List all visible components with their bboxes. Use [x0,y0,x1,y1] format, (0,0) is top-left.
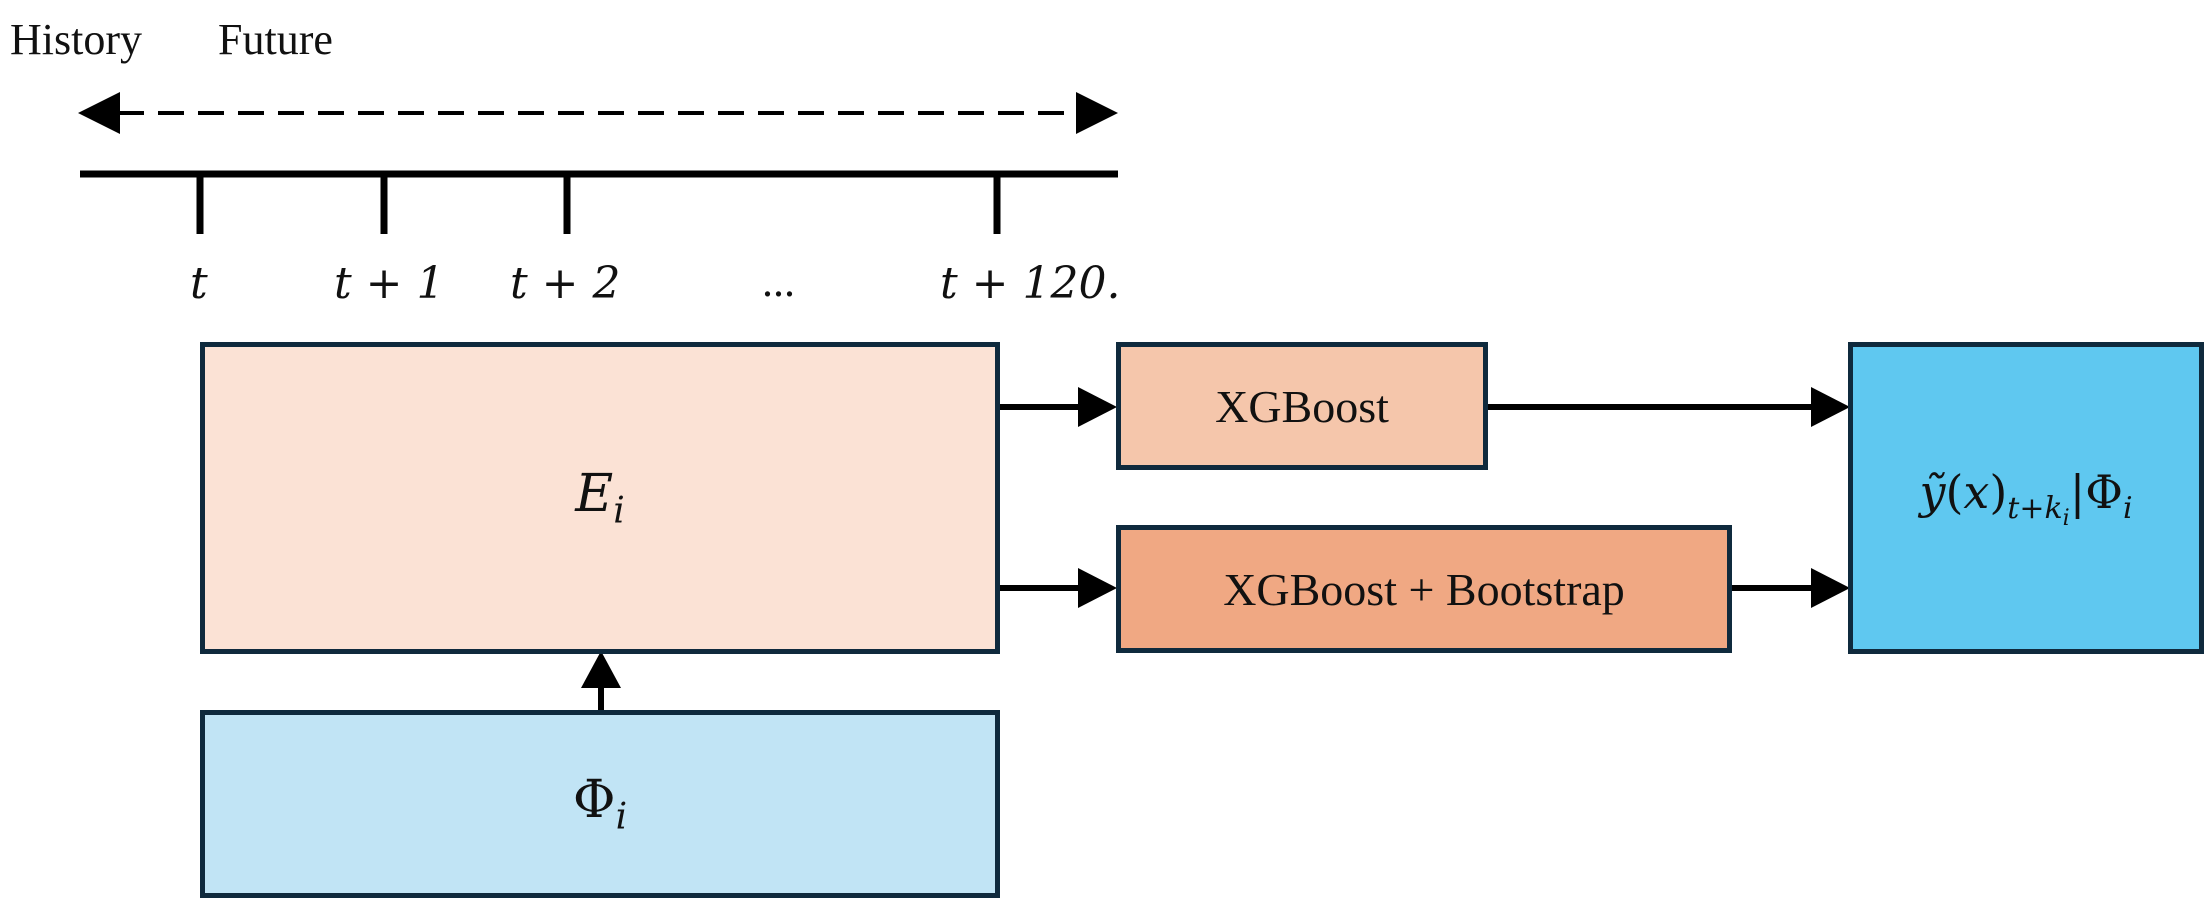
output-box: ỹ(x)t+ki|Φi [1848,342,2204,654]
xgboost-box: XGBoost [1116,342,1488,470]
tick-label-ellipsis: ... [762,257,795,306]
tick-label-t-plus-120: t + 120. [940,258,1121,309]
xgboost-bootstrap-label: XGBoost + Bootstrap [1223,563,1625,615]
history-label: History [10,15,142,64]
features-label: Φi [572,770,628,838]
arrow-encoder-to-xgboost-head [1078,387,1117,427]
output-label: ỹ(x)t+ki|Φi [1919,464,2133,532]
encoder-label: Ei [575,464,625,532]
arrow-features-to-encoder-head [581,651,621,688]
xgboost-bootstrap-box: XGBoost + Bootstrap [1116,525,1732,653]
encoder-box: Ei [200,342,1000,654]
arrow-bootstrap-to-output-head [1811,568,1850,608]
tick-label-t-plus-2: t + 2 [510,258,621,309]
timeline-right-arrowhead [1076,92,1118,134]
future-label: Future [218,15,333,64]
xgboost-label: XGBoost [1215,380,1389,432]
features-box: Φi [200,710,1000,898]
timeline-left-arrowhead [78,92,120,134]
tick-label-t-plus-1: t + 1 [334,258,445,309]
arrow-encoder-to-bootstrap-head [1078,568,1117,608]
tick-label-t: t [190,258,208,309]
arrow-xgboost-to-output-head [1811,387,1850,427]
